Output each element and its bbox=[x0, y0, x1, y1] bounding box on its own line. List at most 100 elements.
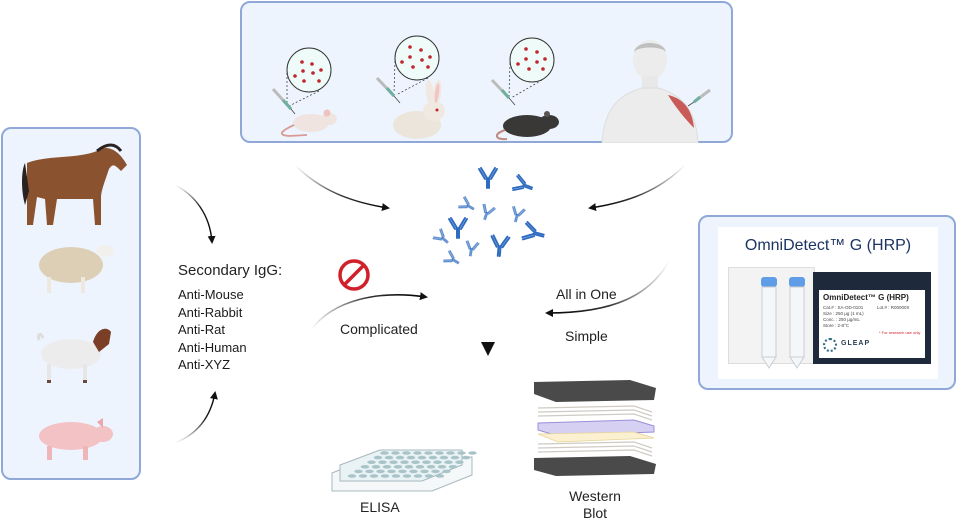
elisa-well bbox=[435, 474, 445, 478]
elisa-well bbox=[391, 451, 400, 455]
kit-label: OmniDetect™ G (HRP) Cat.# : SA-OD-0101 S… bbox=[819, 290, 925, 358]
secondary-igg-item: Anti-Human bbox=[178, 339, 247, 355]
antigen-zoom-circle bbox=[286, 47, 332, 107]
elisa-well bbox=[382, 465, 392, 469]
elisa-well bbox=[448, 465, 458, 469]
antibody-icon bbox=[482, 203, 496, 221]
elisa-well bbox=[437, 465, 447, 469]
elisa-well bbox=[378, 460, 387, 464]
secondary-igg-item: Anti-XYZ bbox=[178, 357, 231, 372]
secondary-igg-item: Anti-Mouse bbox=[178, 287, 244, 302]
antibody-icon bbox=[511, 173, 534, 191]
elisa-well bbox=[450, 455, 460, 460]
elisa-well bbox=[455, 460, 464, 464]
elisa-well bbox=[354, 469, 363, 474]
elisa-well bbox=[365, 469, 374, 474]
arrow-to-applications bbox=[481, 273, 495, 356]
elisa-well bbox=[389, 460, 398, 464]
rabbit-icon bbox=[393, 80, 445, 139]
antibody-icon bbox=[521, 221, 545, 241]
elisa-well bbox=[417, 455, 427, 460]
elisa-well bbox=[428, 455, 438, 460]
arrow-to-secondary-igg-top bbox=[174, 184, 216, 244]
complicated-label: Complicated bbox=[340, 321, 418, 337]
simple-label: Simple bbox=[565, 328, 608, 344]
kit-label-detail: Size : 250 µg (1 mL) bbox=[823, 311, 864, 316]
elisa-well bbox=[376, 469, 385, 474]
elisa-well bbox=[384, 455, 394, 460]
elisa-well bbox=[461, 455, 471, 460]
elisa-well bbox=[400, 460, 409, 464]
elisa-well bbox=[431, 469, 440, 474]
secondary-igg-item: Anti-Rabbit bbox=[178, 304, 243, 320]
western-blot-label-line1: Western bbox=[569, 488, 621, 504]
secondary-igg-item: Anti-Rat bbox=[178, 322, 225, 337]
sheep-icon bbox=[33, 237, 118, 297]
antibody-icon bbox=[432, 228, 449, 244]
elisa-well bbox=[424, 474, 434, 478]
mouse-icon bbox=[280, 109, 337, 137]
secondary-hosts-panel bbox=[1, 127, 141, 480]
kit-dark-box: OmniDetect™ G (HRP) Cat.# : SA-OD-0101 S… bbox=[813, 272, 931, 364]
kit-label-detail: Cat.# : SA-OD-0101 bbox=[823, 305, 864, 310]
antibody-icon bbox=[465, 240, 480, 257]
elisa-well bbox=[402, 451, 411, 455]
western-blot-label-line2: Blot bbox=[582, 505, 608, 521]
arrow-right-to-antibodies bbox=[588, 164, 686, 212]
elisa-well bbox=[387, 469, 396, 474]
elisa-well bbox=[433, 460, 442, 464]
antigen-zoom-circle bbox=[393, 35, 440, 96]
elisa-well bbox=[446, 451, 455, 455]
elisa-well bbox=[439, 455, 449, 460]
product-image: OmniDetect™ G (HRP) OmniDetect™ G (HRP) … bbox=[718, 227, 938, 379]
elisa-well bbox=[424, 451, 433, 455]
elisa-well bbox=[413, 451, 422, 455]
elisa-well bbox=[380, 474, 390, 478]
rabbit-immunization bbox=[372, 33, 462, 143]
rat-icon bbox=[496, 111, 559, 141]
elisa-well bbox=[373, 455, 383, 460]
elisa-well bbox=[444, 460, 453, 464]
rat-immunization bbox=[487, 36, 577, 141]
elisa-well bbox=[413, 474, 423, 478]
elisa-well bbox=[457, 451, 466, 455]
product-title: OmniDetect™ G (HRP) bbox=[744, 237, 912, 254]
elisa-well bbox=[393, 465, 403, 469]
pig-icon bbox=[33, 414, 118, 464]
vial-icon bbox=[786, 277, 808, 369]
research-use-note: * For research use only bbox=[879, 330, 921, 335]
elisa-well bbox=[435, 451, 444, 455]
arrow-left-to-antibodies bbox=[294, 164, 390, 212]
human-icon bbox=[601, 40, 699, 143]
syringe-icon bbox=[687, 88, 711, 107]
syringe-icon bbox=[490, 78, 516, 106]
antibody-icon bbox=[448, 217, 468, 239]
antibody-icon bbox=[478, 167, 498, 189]
kit-label-lot: Lot.# : R00000X bbox=[877, 305, 910, 310]
elisa-well bbox=[360, 465, 370, 469]
elisa-well bbox=[371, 465, 381, 469]
syringe-icon bbox=[375, 76, 401, 104]
goat-icon bbox=[33, 322, 118, 387]
vial-icon bbox=[758, 277, 780, 369]
brand-logo-icon bbox=[823, 338, 837, 352]
elisa-well bbox=[404, 465, 414, 469]
antibody-cloud bbox=[432, 167, 545, 265]
elisa-well bbox=[468, 451, 477, 455]
product-panel: OmniDetect™ G (HRP) OmniDetect™ G (HRP) … bbox=[698, 215, 956, 390]
elisa-well bbox=[442, 469, 451, 474]
kit-label-detail: Conc. : 250 µg/mL bbox=[823, 317, 860, 322]
elisa-well bbox=[426, 465, 436, 469]
elisa-well bbox=[415, 465, 425, 469]
kit-label-title: OmniDetect™ G (HRP) bbox=[823, 293, 909, 302]
elisa-well bbox=[395, 455, 405, 460]
antibody-icon bbox=[458, 196, 475, 211]
western-blot-stack-icon bbox=[530, 378, 660, 478]
arrow-to-secondary-igg-bottom bbox=[174, 391, 218, 444]
mouse-immunization bbox=[267, 43, 357, 138]
elisa-well bbox=[402, 474, 412, 478]
elisa-well bbox=[398, 469, 407, 474]
all-in-one-label: All in One bbox=[556, 286, 617, 302]
elisa-well bbox=[406, 455, 416, 460]
secondary-igg-list: Anti-Mouse Anti-Rabbit Anti-Rat Anti-Hum… bbox=[178, 286, 247, 374]
